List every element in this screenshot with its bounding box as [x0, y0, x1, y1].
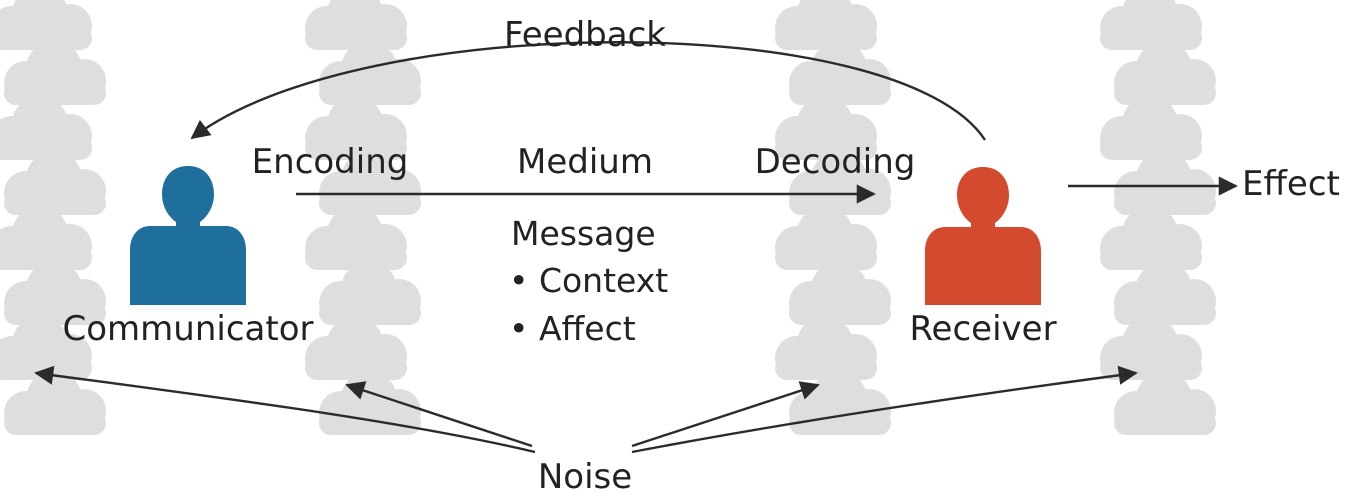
context-label: • Context: [509, 261, 668, 300]
noise-cloud-icon: [0, 96, 92, 160]
noise-cloud-icon: [305, 206, 407, 270]
noise-arrow-3: [631, 381, 820, 448]
noise-cloud-icon: [775, 206, 877, 270]
receiver-person-icon: [925, 167, 1041, 305]
noise-cloud-icon: [0, 206, 92, 270]
noise-cloud-icon: [1100, 316, 1202, 380]
effect-label: Effect: [1242, 164, 1340, 204]
noise-cloud-icon: [319, 41, 421, 105]
noise-cloud-icon: [1114, 151, 1216, 215]
noise-cloud-icon: [1100, 0, 1202, 50]
noise-label: Noise: [538, 457, 632, 497]
noise-cloud-icon: [1114, 371, 1216, 435]
noise-arrow-2: [345, 381, 533, 448]
noise-arrow-4: [631, 365, 1138, 454]
noise-cloud-icon: [789, 261, 891, 325]
medium-label: Medium: [517, 142, 653, 182]
decoding-label: Decoding: [755, 142, 916, 182]
noise-cloud-icon: [1100, 96, 1202, 160]
affect-label: • Affect: [509, 309, 636, 348]
noise-cloud-icon: [4, 41, 106, 105]
receiver-head: [925, 167, 1041, 305]
feedback-arrow: [190, 41, 987, 141]
noise-cloud-icon: [775, 0, 877, 50]
communicator-head: [130, 166, 246, 305]
noise-cloud-icon: [305, 0, 407, 50]
noise-cloud-icon: [319, 261, 421, 325]
receiver-label: Receiver: [909, 309, 1056, 349]
noise-cloud-icon: [789, 371, 891, 435]
noise-cloud-icon: [1114, 261, 1216, 325]
encoding-label: Encoding: [252, 142, 409, 182]
message-label: Message: [511, 214, 656, 253]
noise-cloud-icon: [1100, 206, 1202, 270]
noise-cloud-icon: [305, 316, 407, 380]
feedback-label: Feedback: [504, 15, 666, 55]
communicator-person-icon: [130, 166, 246, 305]
noise-cloud-icon: [4, 151, 106, 215]
noise-cloud-icon: [1114, 41, 1216, 105]
noise-cloud-icon: [775, 316, 877, 380]
communicator-label: Communicator: [63, 309, 314, 349]
noise-arrow-1: [34, 365, 536, 454]
